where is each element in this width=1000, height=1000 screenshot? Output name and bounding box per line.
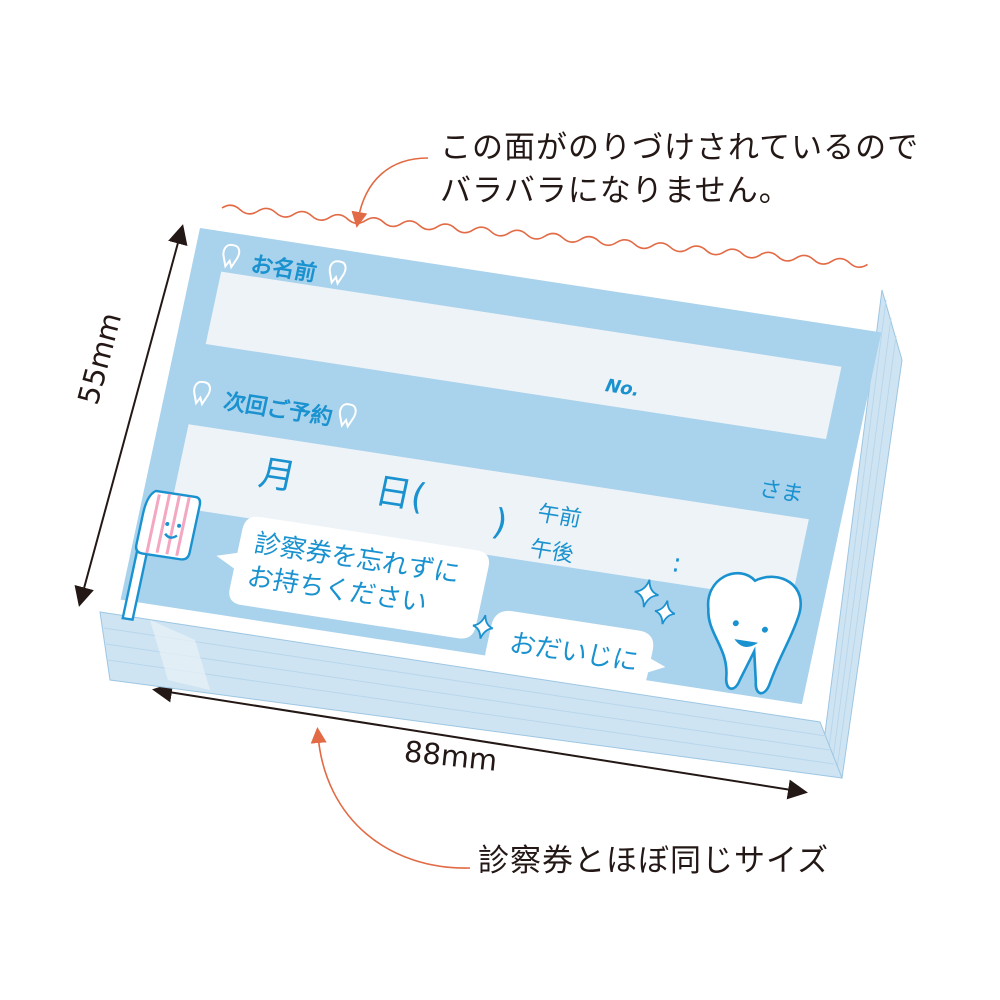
tooth-icon [193, 243, 357, 429]
speech-bubble-take-care: おだいじに [485, 610, 666, 692]
number-label: No. [603, 375, 641, 401]
glue-note-line2: バラバラになりません。 [440, 173, 791, 209]
stack-bottom-side [99, 611, 843, 779]
day-label: 日( [371, 471, 429, 519]
glue-arrow-icon [351, 157, 429, 228]
month-label: 月 [255, 453, 299, 499]
stack-page-lines [825, 299, 897, 777]
glue-note-line1: この面がのりづけされているので [440, 130, 920, 166]
width-dimension-line [152, 682, 808, 800]
sparkle-icon [472, 579, 676, 639]
appointment-field [171, 424, 809, 602]
name-field [205, 271, 842, 440]
toothbrush-icon [121, 489, 202, 622]
size-note: 診察券とほぼ同じサイズ [478, 843, 830, 879]
height-dimension-line [74, 224, 188, 607]
speech-bubble-reminder: 診察券を忘れずに お持ちください [216, 516, 490, 639]
memo-card-face: お名前 No. 次回ご予約 さま 月 日( ) 午前 午後 : 診察券を忘れずに… [120, 228, 882, 705]
glue-edge-wave [221, 204, 868, 268]
size-arrow-icon [310, 727, 471, 869]
tooth-character-icon [707, 571, 802, 695]
